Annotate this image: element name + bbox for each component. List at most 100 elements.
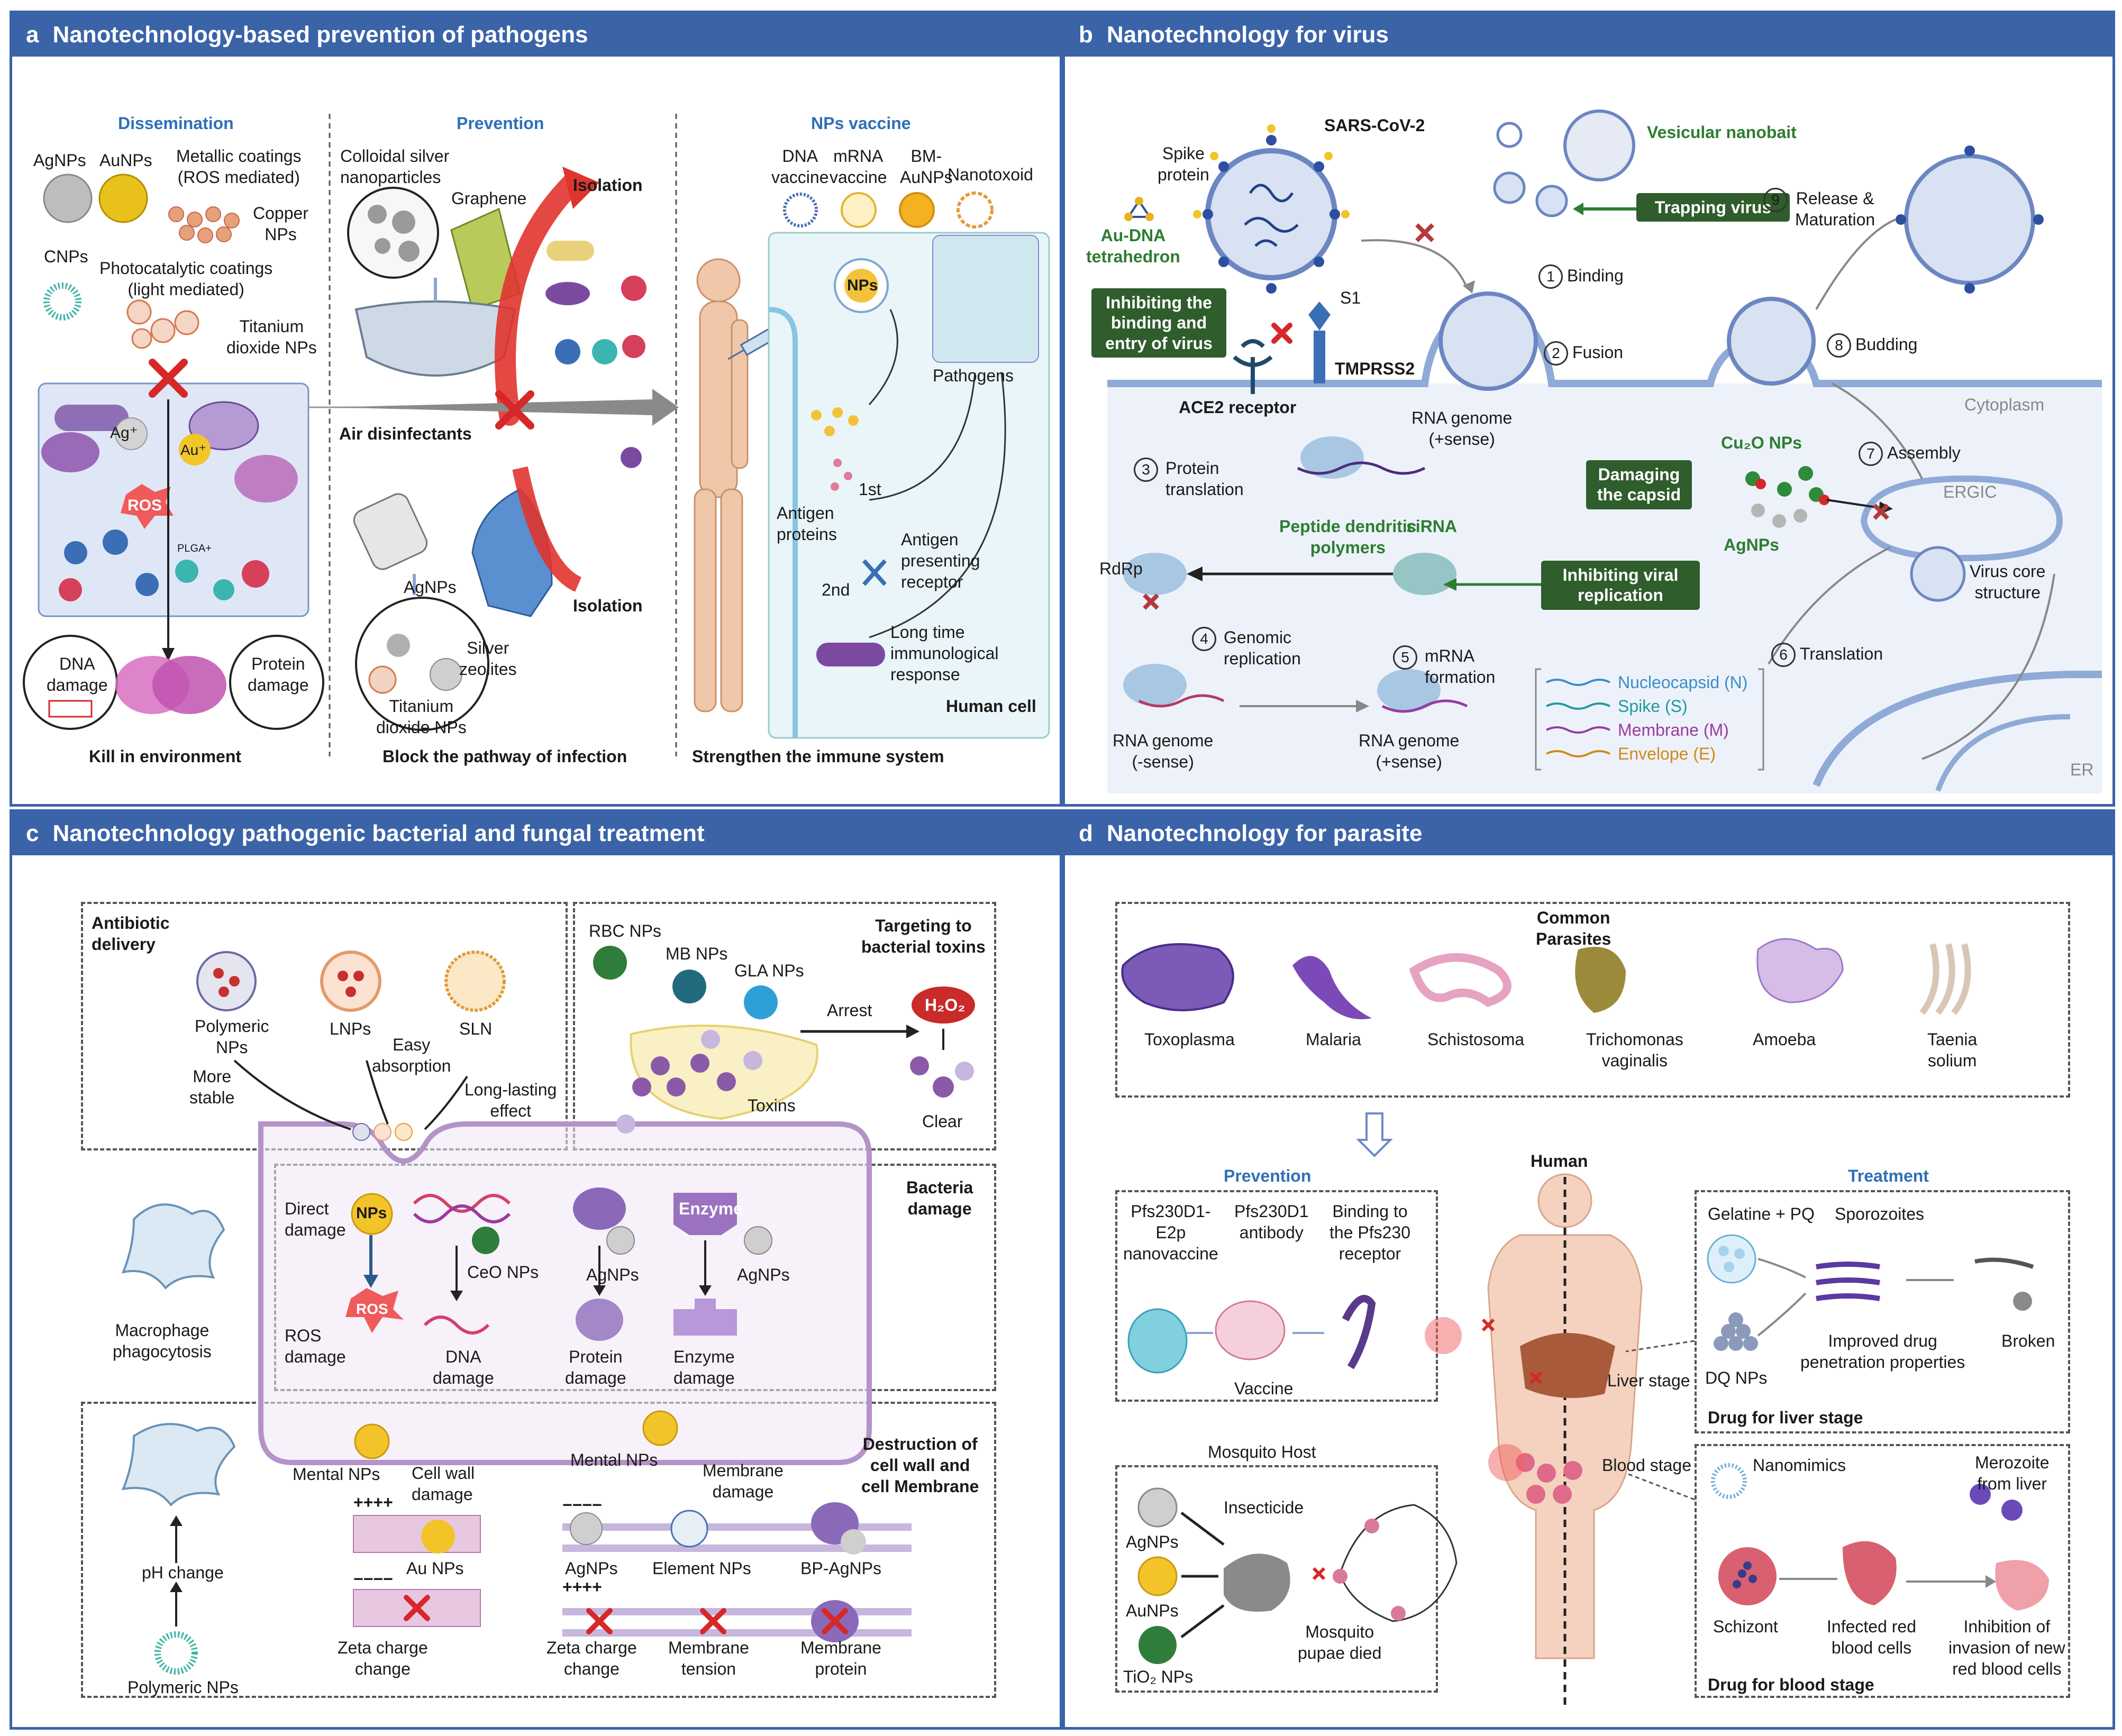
cnps-label: CNPs (44, 247, 88, 266)
damaging-capsid-box: Damaging the capsid (1586, 460, 1692, 509)
panel-letter: b (1079, 22, 1093, 48)
minus-b-label: −−−− (562, 1495, 602, 1514)
human-cell-label: Human cell (946, 697, 1036, 716)
zeta-a-label: Zeta charge change (338, 1638, 428, 1678)
agnps-c-label: AgNPs (565, 1559, 618, 1578)
polymeric-nps2-label: Polymeric NPs (127, 1678, 239, 1697)
enzyme-label: Enzyme (679, 1199, 743, 1218)
s1-label: S1 (1340, 288, 1361, 307)
bacteria-damage-label: Bacteria damage (906, 1178, 973, 1218)
infected-rbc-label: Infected red blood cells (1827, 1617, 1916, 1657)
sars-label: SARS-CoV-2 (1324, 116, 1425, 135)
agnps-b-label: AgNPs (737, 1265, 790, 1284)
common-parasites-section (1115, 902, 2070, 1098)
sporozoites-label: Sporozoites (1835, 1204, 1924, 1223)
dna-vaccine-label: DNA vaccine (771, 147, 829, 187)
copper-nps-label: Copper NPs (253, 204, 308, 244)
treatment-label: Treatment (1848, 1166, 1929, 1185)
protein-damage-label: Protein damage (565, 1347, 626, 1387)
panel-a-header: a Nanotechnology-based prevention of path… (12, 13, 1060, 57)
nps-vaccine-label: NPs vaccine (811, 114, 911, 133)
plus-a-label: ++++ (353, 1493, 393, 1512)
prevention-label: Prevention (457, 114, 544, 133)
spike-protein-label: Spike protein (1158, 144, 1209, 184)
er-label: ER (2070, 760, 2094, 779)
destruction-label: Destruction of cell wall and cell Membra… (861, 1435, 979, 1496)
legend-e-label: Envelope (E) (1618, 744, 1716, 763)
nanotoxoid-label: Nanotoxoid (948, 165, 1033, 184)
binding-receptor-label: Binding to the Pfs230 receptor (1329, 1202, 1410, 1263)
human-label: Human (1531, 1152, 1588, 1171)
au-nps-label: Au NPs (406, 1559, 464, 1578)
plga-label: PLGA+ (177, 543, 212, 554)
zeta-b-label: Zeta charge change (547, 1638, 637, 1678)
agnps2-label: AgNPs (404, 578, 457, 597)
polymeric-nps-label: Polymeric NPs (195, 1017, 269, 1057)
blood-stage-label: Blood stage (1602, 1456, 1692, 1475)
panel-letter: a (26, 22, 39, 48)
pfs-vaccine-label: Pfs230D1- E2p nanovaccine (1123, 1202, 1218, 1263)
au-dna-label: Au-DNA tetrahedron (1086, 226, 1180, 266)
membrane-tension-label: Membrane tension (668, 1638, 749, 1678)
schizont-label: Schizont (1713, 1617, 1778, 1636)
h2o2-label: H₂O₂ (925, 995, 966, 1015)
gla-nps-label: GLA NPs (734, 961, 804, 980)
sln-label: SLN (459, 1019, 493, 1038)
inhibiting-replication-box: Inhibiting viral replication (1541, 561, 1700, 610)
step4-label: 4 (1192, 627, 1221, 651)
ros-damage-label: ROS damage (285, 1326, 346, 1366)
inhibiting-binding-box: Inhibiting the binding and entry of viru… (1091, 288, 1226, 358)
titanium-nps-label: Titanium dioxide NPs (226, 317, 317, 357)
step3-number: 3 (1134, 458, 1162, 482)
more-stable-label: More stable (189, 1067, 235, 1107)
tio2-label: TiO₂ NPs (1123, 1667, 1194, 1686)
bm-aunps-label: BM- AuNPs (900, 147, 953, 187)
macrophage-label: Macrophage phagocytosis (113, 1321, 212, 1361)
nps-label: NPs (356, 1204, 387, 1222)
rbc-nps-label: RBC NPs (589, 921, 661, 940)
gelatine-label: Gelatine + PQ (1708, 1204, 1815, 1223)
dissemination-label: Dissemination (118, 114, 234, 133)
minus-a-label: −−−− (353, 1569, 393, 1588)
step9-number: 9 (1763, 188, 1792, 212)
prevention-label: Prevention (1224, 1166, 1312, 1185)
dna-damage-label: DNA damage (47, 654, 108, 695)
colloidal-silver-label: Colloidal silver nanoparticles (340, 147, 450, 187)
clear-label: Clear (922, 1112, 963, 1131)
mosquito-section (1115, 1465, 1438, 1693)
step3-label: Protein translation (1165, 459, 1244, 499)
isolation-bottom-label: Isolation (573, 596, 643, 615)
agnps-a-label: AgNPs (586, 1265, 639, 1284)
inhibition-label: Inhibition of invasion of new red blood … (1948, 1617, 2065, 1678)
titanium-nps2-label: Titanium dioxide NPs (376, 697, 467, 737)
blood-drug-section (1695, 1444, 2070, 1698)
agnps-label: AgNPs (1724, 535, 1779, 554)
membrane-protein-label: Membrane protein (800, 1638, 881, 1678)
cytoplasm-label: Cytoplasm (1964, 395, 2045, 414)
parasite-schistosoma: Schistosoma (1427, 1030, 1525, 1049)
peptide-label: Peptide dendritic polymers (1279, 517, 1417, 557)
antigen-receptor-label: Antigen presenting receptor (901, 530, 980, 591)
parasite-toxoplasma: Toxoplasma (1144, 1030, 1235, 1049)
legend-n-label: Nucleocapsid (N) (1618, 673, 1748, 692)
mb-nps-label: MB NPs (666, 944, 728, 963)
first-label: 1st (859, 480, 881, 499)
pathogens-label: Pathogens (933, 366, 1014, 385)
direct-damage-label: Direct damage (285, 1199, 346, 1239)
panel-title: Nanotechnology pathogenic bacterial and … (52, 820, 705, 846)
nps-label: NPs (847, 277, 878, 294)
rna-genome-pos-label: RNA genome (+sense) (1359, 731, 1460, 771)
panel-title: Nanotechnology-based prevention of patho… (52, 22, 588, 48)
step9-label: Release & Maturation (1795, 189, 1875, 229)
liver-drug-section (1695, 1190, 2070, 1433)
improved-label: Improved drug penetration properties (1800, 1331, 1965, 1372)
nanomimics-label: Nanomimics (1753, 1456, 1846, 1475)
sirna-label: siRNA (1406, 517, 1458, 536)
au-ion-label: Au⁺ (180, 442, 207, 458)
merozoite-label: Merozoite from liver (1975, 1453, 2050, 1493)
targeting-toxins-label: Targeting to bacterial toxins (861, 916, 986, 956)
